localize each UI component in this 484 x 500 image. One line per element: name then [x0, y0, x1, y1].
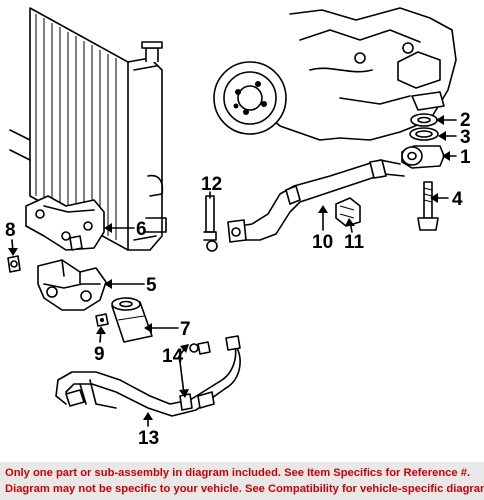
cooler-hose-illustration — [227, 159, 405, 243]
callout-2: 2 — [460, 110, 471, 131]
leader-lines — [8, 115, 457, 427]
callout-10: 10 — [312, 232, 333, 253]
callout-4: 4 — [452, 189, 463, 210]
bracket-illustration — [25, 195, 105, 251]
filter-housing-illustration — [37, 259, 107, 311]
line-fitting-illustration — [203, 195, 218, 252]
callout-13: 13 — [138, 428, 159, 449]
gasket-illustration — [409, 113, 439, 141]
callout-9: 9 — [94, 344, 105, 365]
engine-illustration — [213, 7, 457, 141]
callout-5: 5 — [146, 275, 157, 296]
bolt-illustration — [417, 181, 439, 231]
callout-14: 14 — [162, 346, 184, 367]
callout-8: 8 — [5, 220, 16, 241]
clamp-illustration — [189, 341, 211, 355]
parts-diagram: 1 2 3 4 5 6 7 8 9 10 11 12 13 14 — [5, 7, 471, 449]
radiator-illustration — [9, 7, 167, 251]
disclaimer-line-2: Diagram may not be specific to your vehi… — [5, 483, 484, 495]
callout-11: 11 — [344, 232, 365, 253]
disclaimer-banner: Only one part or sub-assembly in diagram… — [0, 462, 484, 500]
oil-filter-illustration — [111, 297, 153, 343]
oil-filter-adapter-illustration — [401, 145, 445, 169]
plug-illustration — [7, 255, 21, 273]
callout-12: 12 — [201, 174, 222, 195]
callout-6: 6 — [136, 219, 147, 240]
disclaimer-line-1: Only one part or sub-assembly in diagram… — [5, 467, 471, 479]
small-fitting-illustration — [95, 313, 109, 327]
callout-7: 7 — [180, 319, 191, 340]
callout-1: 1 — [460, 147, 471, 168]
cooler-line-assembly-illustration — [55, 335, 241, 417]
callout-3: 3 — [460, 127, 471, 148]
